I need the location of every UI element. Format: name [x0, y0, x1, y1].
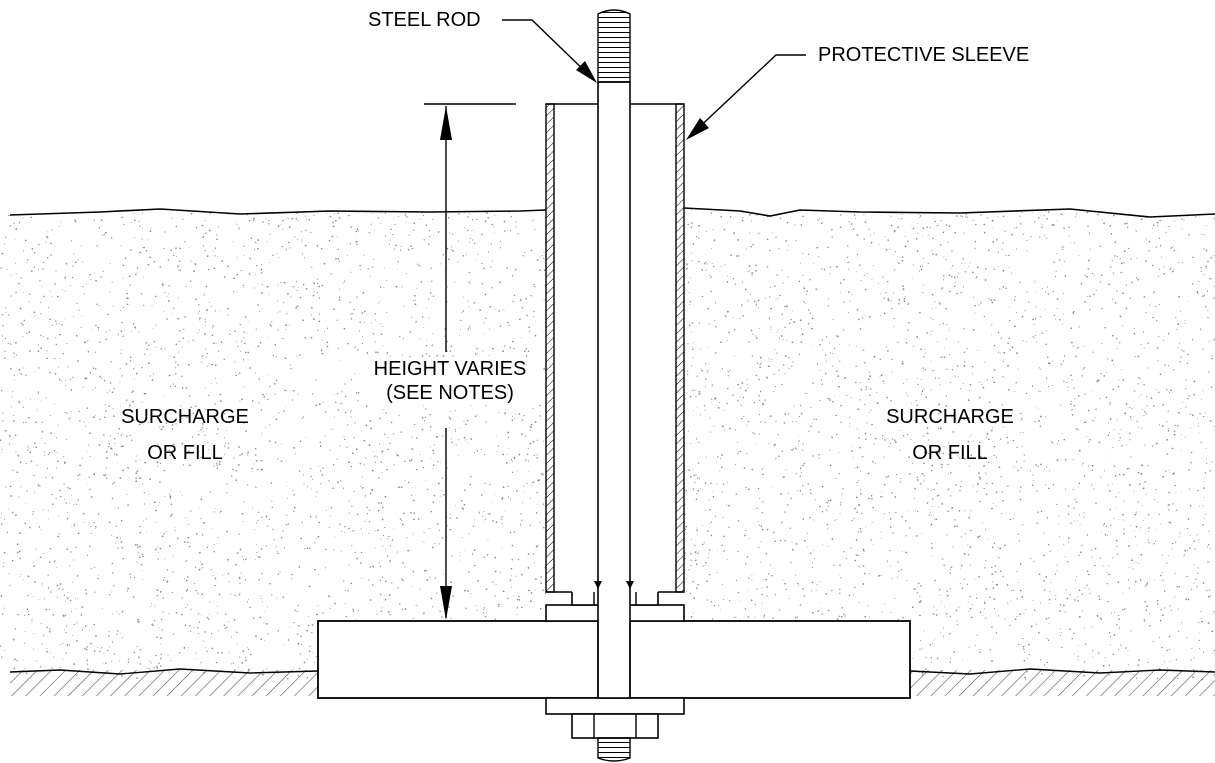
- height-varies-label: HEIGHT VARIES (SEE NOTES): [360, 357, 540, 405]
- protective-sleeve-leader: [686, 54, 806, 140]
- surcharge-left-line1: SURCHARGE: [121, 406, 249, 428]
- rod-threaded-end-bottom: [597, 737, 631, 762]
- protective-sleeve-label: PROTECTIVE SLEEVE: [818, 44, 1030, 66]
- steel-rod-leader: [502, 19, 597, 83]
- weld-mark-right: [626, 581, 634, 589]
- surcharge-fill-left-label: SURCHARGE OR FILL: [100, 405, 270, 465]
- surcharge-right-line1: SURCHARGE: [886, 406, 1014, 428]
- dimension-arrow-bottom: [440, 586, 452, 620]
- steel-rod-label: STEEL ROD: [368, 9, 481, 31]
- natural-ground-hatch-right: [909, 668, 1215, 696]
- height-varies-line2: (SEE NOTES): [386, 382, 514, 404]
- surcharge-left-line2: OR FILL: [147, 442, 223, 464]
- height-varies-line1: HEIGHT VARIES: [373, 358, 527, 380]
- dimension-arrow-top: [440, 106, 452, 140]
- surcharge-fill-left: [0, 209, 546, 680]
- ground-surface-line-left: [9, 208, 547, 216]
- surcharge-right-line2: OR FILL: [912, 442, 988, 464]
- surcharge-fill-right-label: SURCHARGE OR FILL: [865, 405, 1035, 465]
- weld-mark-left: [594, 581, 602, 589]
- steel-rod: [597, 9, 631, 699]
- natural-ground-hatch-left: [9, 668, 319, 696]
- height-dimension-line: [424, 103, 516, 620]
- ground-surface-line-right: [683, 207, 1215, 218]
- lower-washer: [545, 697, 685, 715]
- lower-nut: [571, 713, 659, 739]
